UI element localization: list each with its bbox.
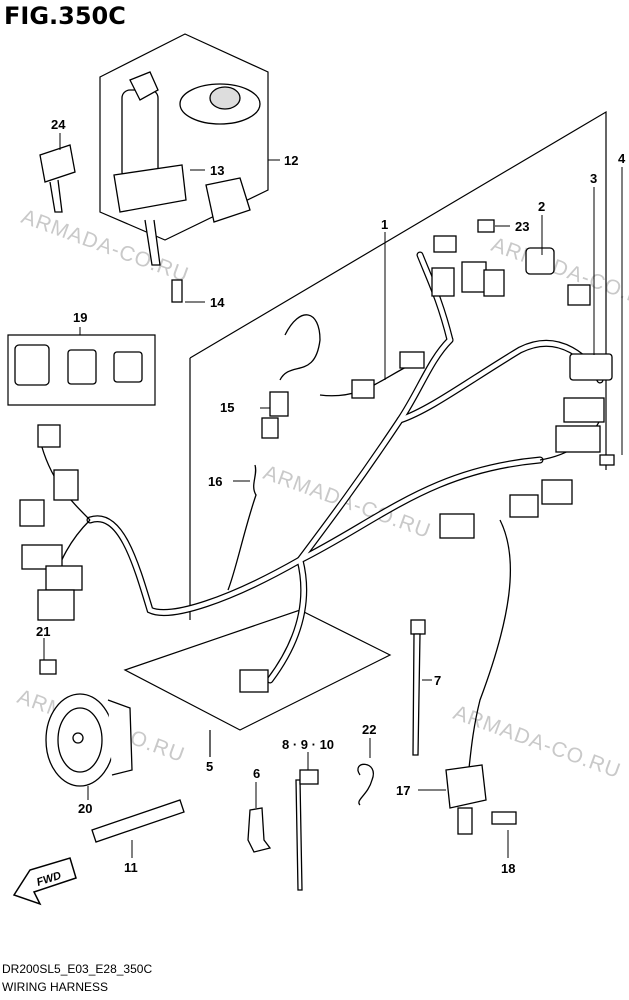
callout-1: 1: [381, 217, 388, 232]
callout-22: 22: [362, 722, 376, 737]
harness-frame: [189, 110, 607, 470]
callout-21: 21: [36, 624, 50, 639]
callout-14: 14: [210, 295, 225, 310]
watermarks: ARMADA-CO.RU ARMADA-CO.RU ARMADA-CO.RU A…: [14, 205, 629, 783]
figure-title: FIG.350C: [4, 2, 126, 30]
figure-name: WIRING HARNESS: [2, 980, 109, 994]
ignition-frame: [99, 33, 269, 241]
callout-6: 6: [253, 766, 260, 781]
cable-tie-7: [410, 619, 426, 756]
neutral-switch: [261, 391, 289, 439]
spring-16: [227, 464, 257, 591]
callout-13: 13: [210, 163, 224, 178]
figure-code: DR200SL5_E03_E28_350C: [2, 962, 153, 976]
sensor-17: [445, 764, 517, 835]
callout-17: 17: [396, 783, 410, 798]
callout-24: 24: [51, 117, 66, 132]
callouts: 24 13 12 14 19 1 2 3 4 23 15 16 21 7 5 8…: [36, 117, 626, 876]
part19-connectors: [14, 344, 143, 386]
watermark-2: ARMADA-CO.RU: [488, 233, 629, 315]
callout-15: 15: [220, 400, 234, 415]
ignition-key: [39, 144, 76, 213]
horn: [39, 659, 133, 787]
clamps: [91, 763, 375, 891]
part19-frame: [7, 334, 156, 406]
callout-19: 19: [73, 310, 87, 325]
ignition-switch: [113, 71, 261, 303]
callout-18: 18: [501, 861, 515, 876]
callout-16: 16: [208, 474, 222, 489]
leader-lines: [43, 133, 623, 858]
callout-12: 12: [284, 153, 298, 168]
callout-23: 23: [515, 219, 529, 234]
fwd-arrow: FWD: [12, 857, 77, 906]
harness-wires: [86, 251, 604, 684]
callout-20: 20: [78, 801, 92, 816]
harness-connectors: [19, 219, 615, 693]
callout-11: 11: [124, 860, 138, 875]
callout-5: 5: [206, 759, 213, 774]
watermark-1: ARMADA-CO.RU: [18, 205, 192, 287]
callout-2: 2: [538, 199, 545, 214]
callout-8-9-10: 8 · 9 · 10: [282, 737, 334, 752]
callout-7: 7: [434, 673, 441, 688]
protector-sheet: [123, 609, 392, 731]
callout-3: 3: [590, 171, 597, 186]
callout-4: 4: [618, 151, 626, 166]
